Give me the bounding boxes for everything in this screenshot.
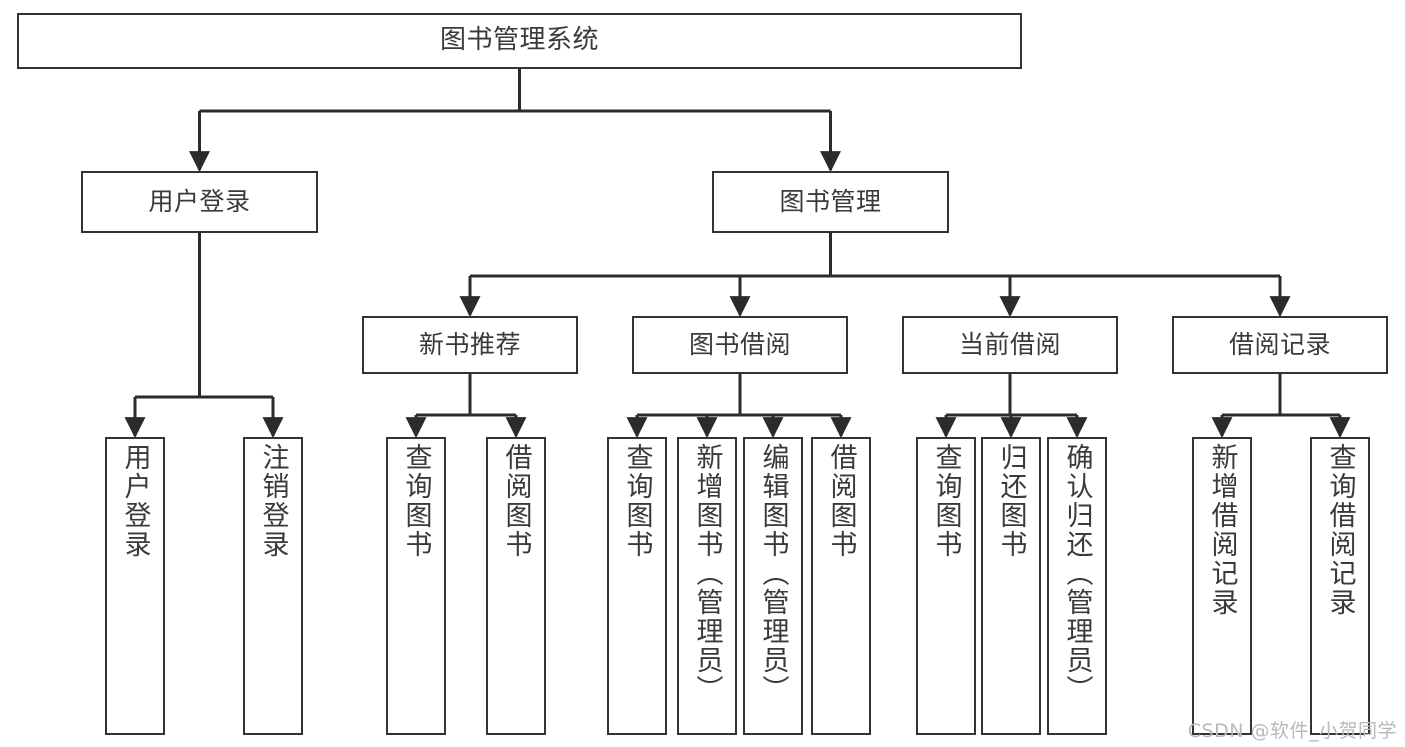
node-leaf-query-book-rec[interactable]: 查询图书: [386, 437, 446, 735]
node-label: 查询图书: [930, 443, 962, 559]
connector-edges: [124, 69, 1351, 439]
node-label: 查询借阅记录: [1324, 443, 1356, 617]
node-label: 查询图书: [621, 443, 653, 559]
node-label: 新书推荐: [418, 329, 521, 359]
node-leaf-query-book-borrow[interactable]: 查询图书: [607, 437, 667, 735]
node-leaf-return-book[interactable]: 归还图书: [981, 437, 1041, 735]
watermark-label: CSDN @软件_小贺同学: [1187, 720, 1397, 742]
node-leaf-confirm-return[interactable]: 确认归还（管理员）: [1047, 437, 1107, 735]
node-label: 借阅图书: [825, 443, 857, 559]
node-label: 图书管理系统: [439, 25, 599, 56]
node-leaf-add-book[interactable]: 新增图书（管理员）: [677, 437, 737, 735]
node-label: 编辑图书（管理员）: [757, 443, 789, 704]
node-leaf-query-book-cur[interactable]: 查询图书: [916, 437, 976, 735]
node-label: 新增图书（管理员）: [691, 443, 723, 704]
node-book-borrow[interactable]: 图书借阅: [632, 316, 848, 374]
node-borrow-record[interactable]: 借阅记录: [1172, 316, 1388, 374]
node-book-manage[interactable]: 图书管理: [712, 171, 949, 233]
node-leaf-logout-login[interactable]: 注销登录: [243, 437, 303, 735]
node-leaf-edit-book[interactable]: 编辑图书（管理员）: [743, 437, 803, 735]
node-label: 新增借阅记录: [1206, 443, 1238, 617]
node-leaf-query-borrow-record[interactable]: 查询借阅记录: [1310, 437, 1370, 735]
node-current-borrow[interactable]: 当前借阅: [902, 316, 1118, 374]
node-label: 借阅图书: [500, 443, 532, 559]
node-label: 查询图书: [400, 443, 432, 559]
node-user-login[interactable]: 用户登录: [81, 171, 318, 233]
node-label: 图书借阅: [688, 329, 791, 359]
node-label: 归还图书: [995, 443, 1027, 559]
node-label: 用户登录: [148, 186, 251, 216]
node-label: 当前借阅: [958, 329, 1061, 359]
node-label: 图书管理: [779, 186, 882, 216]
node-label: 确认归还（管理员）: [1061, 443, 1093, 704]
node-new-book-recommend[interactable]: 新书推荐: [362, 316, 578, 374]
node-label: 注销登录: [257, 443, 289, 559]
node-leaf-add-borrow-record[interactable]: 新增借阅记录: [1192, 437, 1252, 735]
node-label: 用户登录: [119, 443, 151, 559]
node-leaf-borrow-book[interactable]: 借阅图书: [811, 437, 871, 735]
node-label: 借阅记录: [1228, 329, 1331, 359]
node-leaf-borrow-book-rec[interactable]: 借阅图书: [486, 437, 546, 735]
node-root[interactable]: 图书管理系统: [17, 13, 1022, 69]
node-leaf-user-login[interactable]: 用户登录: [105, 437, 165, 735]
